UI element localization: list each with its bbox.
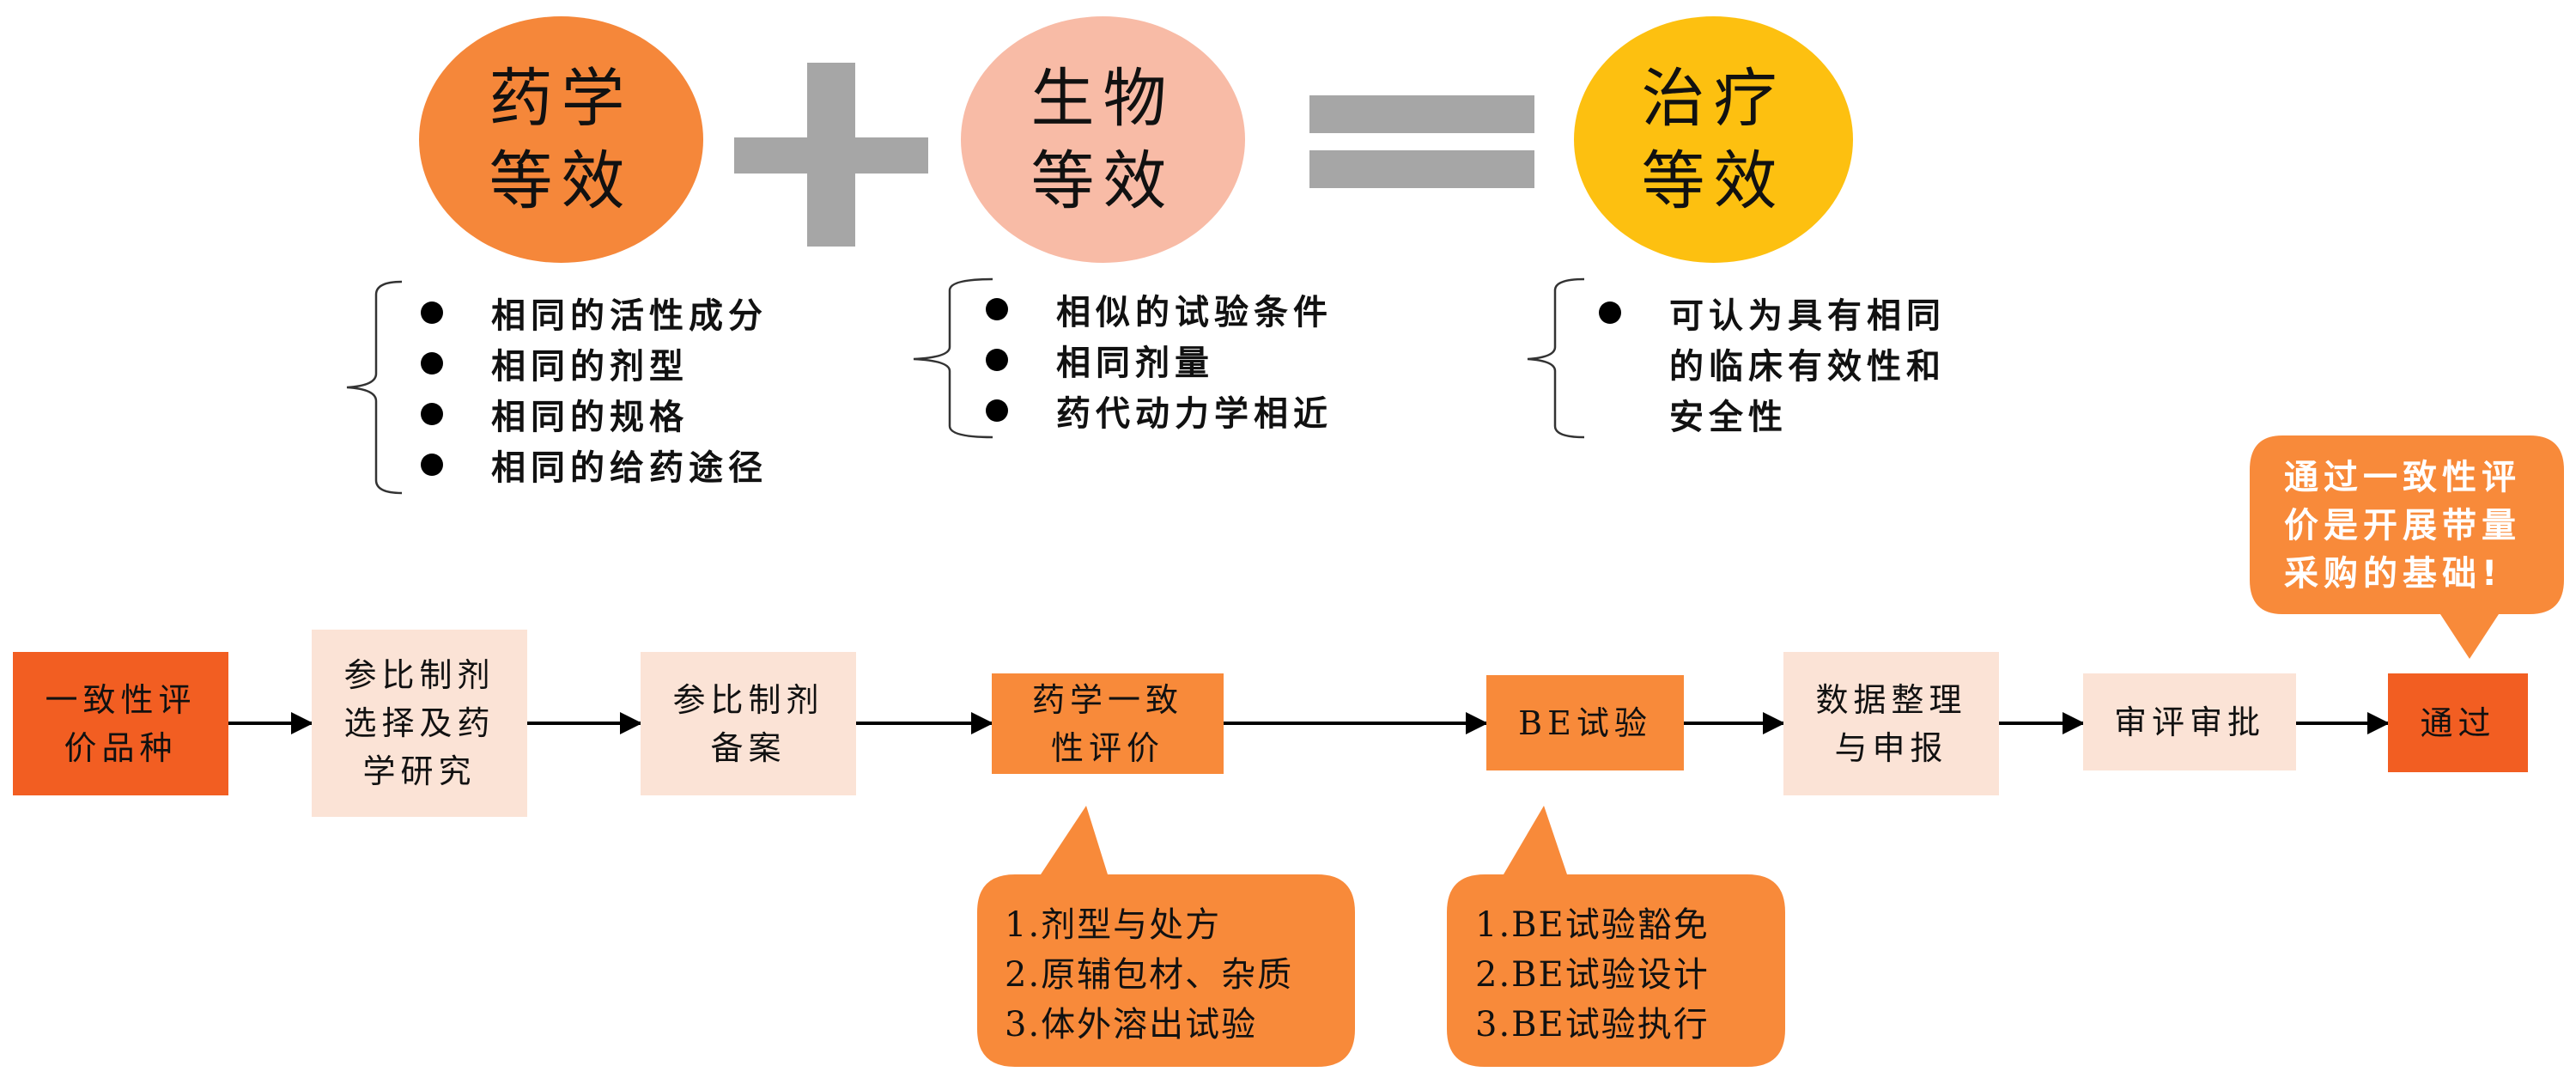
list-item-continuation: 的临床有效性和 [1669,346,1946,387]
be-details-callout-bubble [1447,806,1785,1067]
list-item: 相同的规格 [421,388,768,439]
flow-step-reference-filing[interactable]: 参比制剂备案 [641,652,856,795]
list-item: 1.剂型与处方 [1005,905,1222,945]
list-item: 相同的给药途径 [421,439,768,490]
list-item: 2.原辅包材、杂质 [1005,955,1294,995]
bullet-icon [1599,301,1621,324]
flow-step-reference-research[interactable]: 参比制剂选择及药学研究 [312,630,527,817]
flow-step-data-submission[interactable]: 数据整理与申报 [1783,652,1999,795]
flow-step-selection[interactable]: 一致性评价品种 [13,652,228,795]
list-item: 相同剂量 [986,334,1333,385]
arrow-icon [2296,712,2390,734]
arrow-icon [856,712,993,734]
list-item: 3.BE试验执行 [1475,1005,1710,1044]
list-item: 相同的活性成分 [421,287,768,338]
be-details-list: 1.BE试验豁免 2.BE试验设计 3.BE试验执行 [1475,900,1710,1050]
bullet-icon [986,399,1008,422]
flow-step-pass[interactable]: 通过 [2388,673,2528,772]
pharmaceutical-criteria-list: 相同的活性成分 相同的剂型 相同的规格 相同的给药途径 [421,287,768,490]
therapeutic-equivalence-line1: 治疗 [1641,61,1786,136]
bullet-icon [986,348,1008,371]
bio-criteria-list: 相似的试验条件 相同剂量 药代动力学相近 [986,283,1333,435]
bullet-icon [986,297,1008,320]
left-brace-icon [913,277,993,439]
left-brace-icon [1527,277,1585,439]
arrow-icon [228,712,313,734]
pharma-details-callout-bubble [977,806,1355,1067]
bullet-icon [421,453,443,476]
pharma-details-list: 1.剂型与处方 2.原辅包材、杂质 3.体外溶出试验 [1005,900,1293,1050]
flow-step-pharma-evaluation[interactable]: 药学一致性评价 [992,673,1224,774]
list-item: 相似的试验条件 [986,283,1333,334]
left-brace-icon [346,280,403,495]
pass-callout-bubble [2250,435,2564,659]
list-item: 3.体外溶出试验 [1005,1005,1258,1044]
therapeutic-equivalence-line2: 等效 [1641,143,1786,218]
arrow-icon [1224,712,1488,734]
pharmaceutical-equivalence-line1: 药学 [489,61,634,136]
plus-icon-horizontal [734,137,928,174]
flow-step-review-approval[interactable]: 审评审批 [2083,673,2296,770]
list-item: 1.BE试验豁免 [1475,905,1710,945]
bullet-icon [421,301,443,324]
pharmaceutical-equivalence-line2: 等效 [489,143,634,218]
list-item: 药代动力学相近 [986,385,1333,435]
therapeutic-equivalence-ellipse: 治疗 等效 [1574,16,1853,263]
bioequivalence-line2: 等效 [1030,143,1176,218]
therapeutic-criteria-list: 可认为具有相同 的临床有效性和 安全性 [1599,287,1946,439]
arrow-icon [1999,712,2085,734]
arrow-icon [1684,712,1785,734]
list-item: 可认为具有相同 [1599,287,1946,338]
bioequivalence-line1: 生物 [1030,61,1176,136]
list-item: 2.BE试验设计 [1475,955,1710,995]
arrow-icon [527,712,642,734]
list-item: 相同的剂型 [421,338,768,388]
bullet-icon [421,351,443,375]
pharmaceutical-equivalence-ellipse: 药学 等效 [419,16,703,263]
flow-step-be-trial[interactable]: BE试验 [1486,675,1684,770]
bullet-icon [421,402,443,425]
equals-icon-bottom-bar [1309,150,1534,188]
equals-icon-top-bar [1309,95,1534,133]
pass-callout-text: 通过一致性评 价是开展带量 采购的基础! [2284,458,2521,594]
bioequivalence-ellipse: 生物 等效 [961,16,1245,263]
list-item-continuation: 安全性 [1669,397,1788,437]
